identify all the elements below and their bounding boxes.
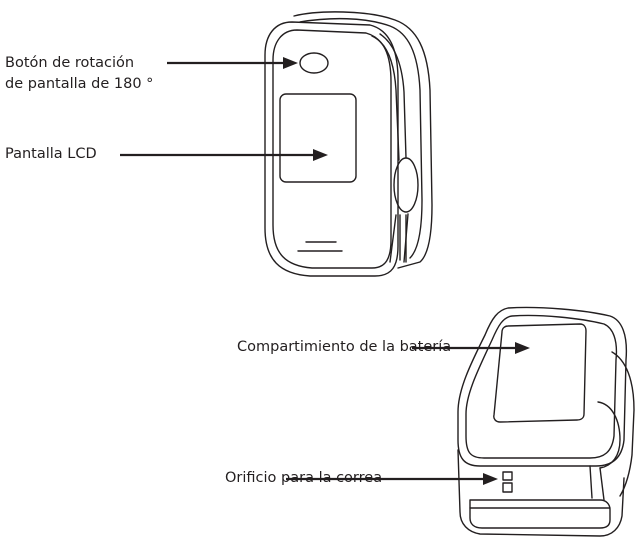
front-device-clip-wedge bbox=[389, 213, 409, 263]
strap-hole-label: Orificio para la correa bbox=[225, 470, 383, 486]
rear-view-device bbox=[457, 306, 635, 537]
arrow-battery bbox=[412, 342, 530, 354]
rear-device-side-knob bbox=[597, 401, 621, 469]
rotation-button bbox=[299, 52, 329, 74]
front-device-clip-back-inner bbox=[299, 17, 423, 259]
front-device-side bbox=[371, 35, 401, 261]
rear-device-lower-side bbox=[589, 465, 605, 501]
arrow-lcd bbox=[120, 149, 328, 161]
front-device-body-outer bbox=[264, 21, 399, 277]
rotation-button-label-line-2: de pantalla de 180 ° bbox=[5, 76, 154, 92]
battery-compartment-label: Compartimiento de la batería bbox=[237, 339, 452, 355]
front-device-body-inner bbox=[272, 29, 392, 269]
front-device-clip-back bbox=[293, 11, 433, 269]
arrow-rotation bbox=[167, 57, 298, 69]
strap-hole-lower bbox=[502, 482, 513, 493]
rear-device-cover-inner bbox=[465, 314, 618, 459]
rotation-button-label-line-1: Botón de rotación bbox=[5, 55, 135, 71]
rear-device-lower-body bbox=[457, 449, 625, 537]
lcd-screen bbox=[279, 93, 357, 183]
arrow-strap bbox=[286, 473, 498, 485]
front-device-hinge-knob bbox=[393, 157, 419, 213]
rear-device-cover-outer bbox=[457, 306, 628, 467]
rotation-button-label: Botón de rotación de pantalla de 180 ° bbox=[5, 53, 153, 95]
front-view-device bbox=[264, 11, 433, 277]
lcd-screen-label: Pantalla LCD bbox=[5, 146, 97, 162]
battery-compartment bbox=[493, 323, 587, 423]
strap-hole-upper bbox=[502, 471, 513, 481]
rear-device-lower-inner bbox=[469, 499, 611, 529]
rear-device-side-clip bbox=[611, 351, 635, 497]
